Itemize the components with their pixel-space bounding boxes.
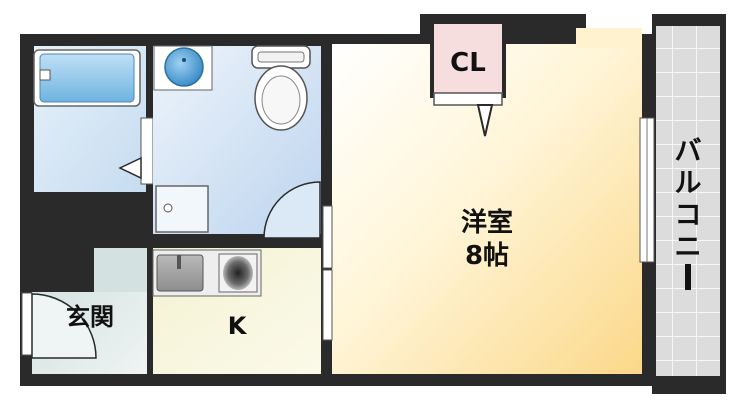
stove-burner <box>223 256 253 290</box>
closet-box <box>430 20 506 98</box>
balcony-char-1: バ <box>675 136 702 167</box>
balcony-char-2: ル <box>675 168 702 199</box>
bath-faucet <box>39 69 51 81</box>
balcony-char-4: ニ <box>675 232 702 263</box>
bath-door-arrow <box>118 156 142 180</box>
entrance-label: 玄関 <box>66 303 114 331</box>
sliding-door-upper <box>322 205 333 269</box>
entrance-door-leaf <box>21 292 33 356</box>
bath-door-frame <box>140 117 154 185</box>
entrance-step <box>94 248 147 292</box>
toilet-tank-inner <box>257 51 305 63</box>
closet-door-arrow <box>476 104 494 137</box>
closet-label: CL <box>450 48 486 78</box>
balcony-char-5 <box>685 264 691 290</box>
entrance-door-swing <box>31 293 97 359</box>
main-room-name: 洋室 <box>461 207 513 238</box>
entrance-wall-notch <box>32 248 94 292</box>
toilet-bowl-inner <box>261 75 301 125</box>
wash-basin-drain <box>182 58 186 62</box>
room-upper-right <box>576 28 642 48</box>
balcony-floor <box>656 26 720 376</box>
shower-drain <box>163 203 173 213</box>
main-room-size: 8帖 <box>465 241 509 271</box>
closet-rail <box>433 92 503 106</box>
sliding-door-lower <box>322 269 333 341</box>
toilet-door-swing <box>263 181 321 239</box>
balcony-char-3: コ <box>675 200 702 231</box>
bathtub-basin <box>39 53 135 103</box>
wash-basin <box>164 47 204 87</box>
kitchen-label: K <box>228 312 248 340</box>
balcony-label: バ ル コ ニ <box>675 136 702 290</box>
kitchen-faucet <box>177 255 181 269</box>
